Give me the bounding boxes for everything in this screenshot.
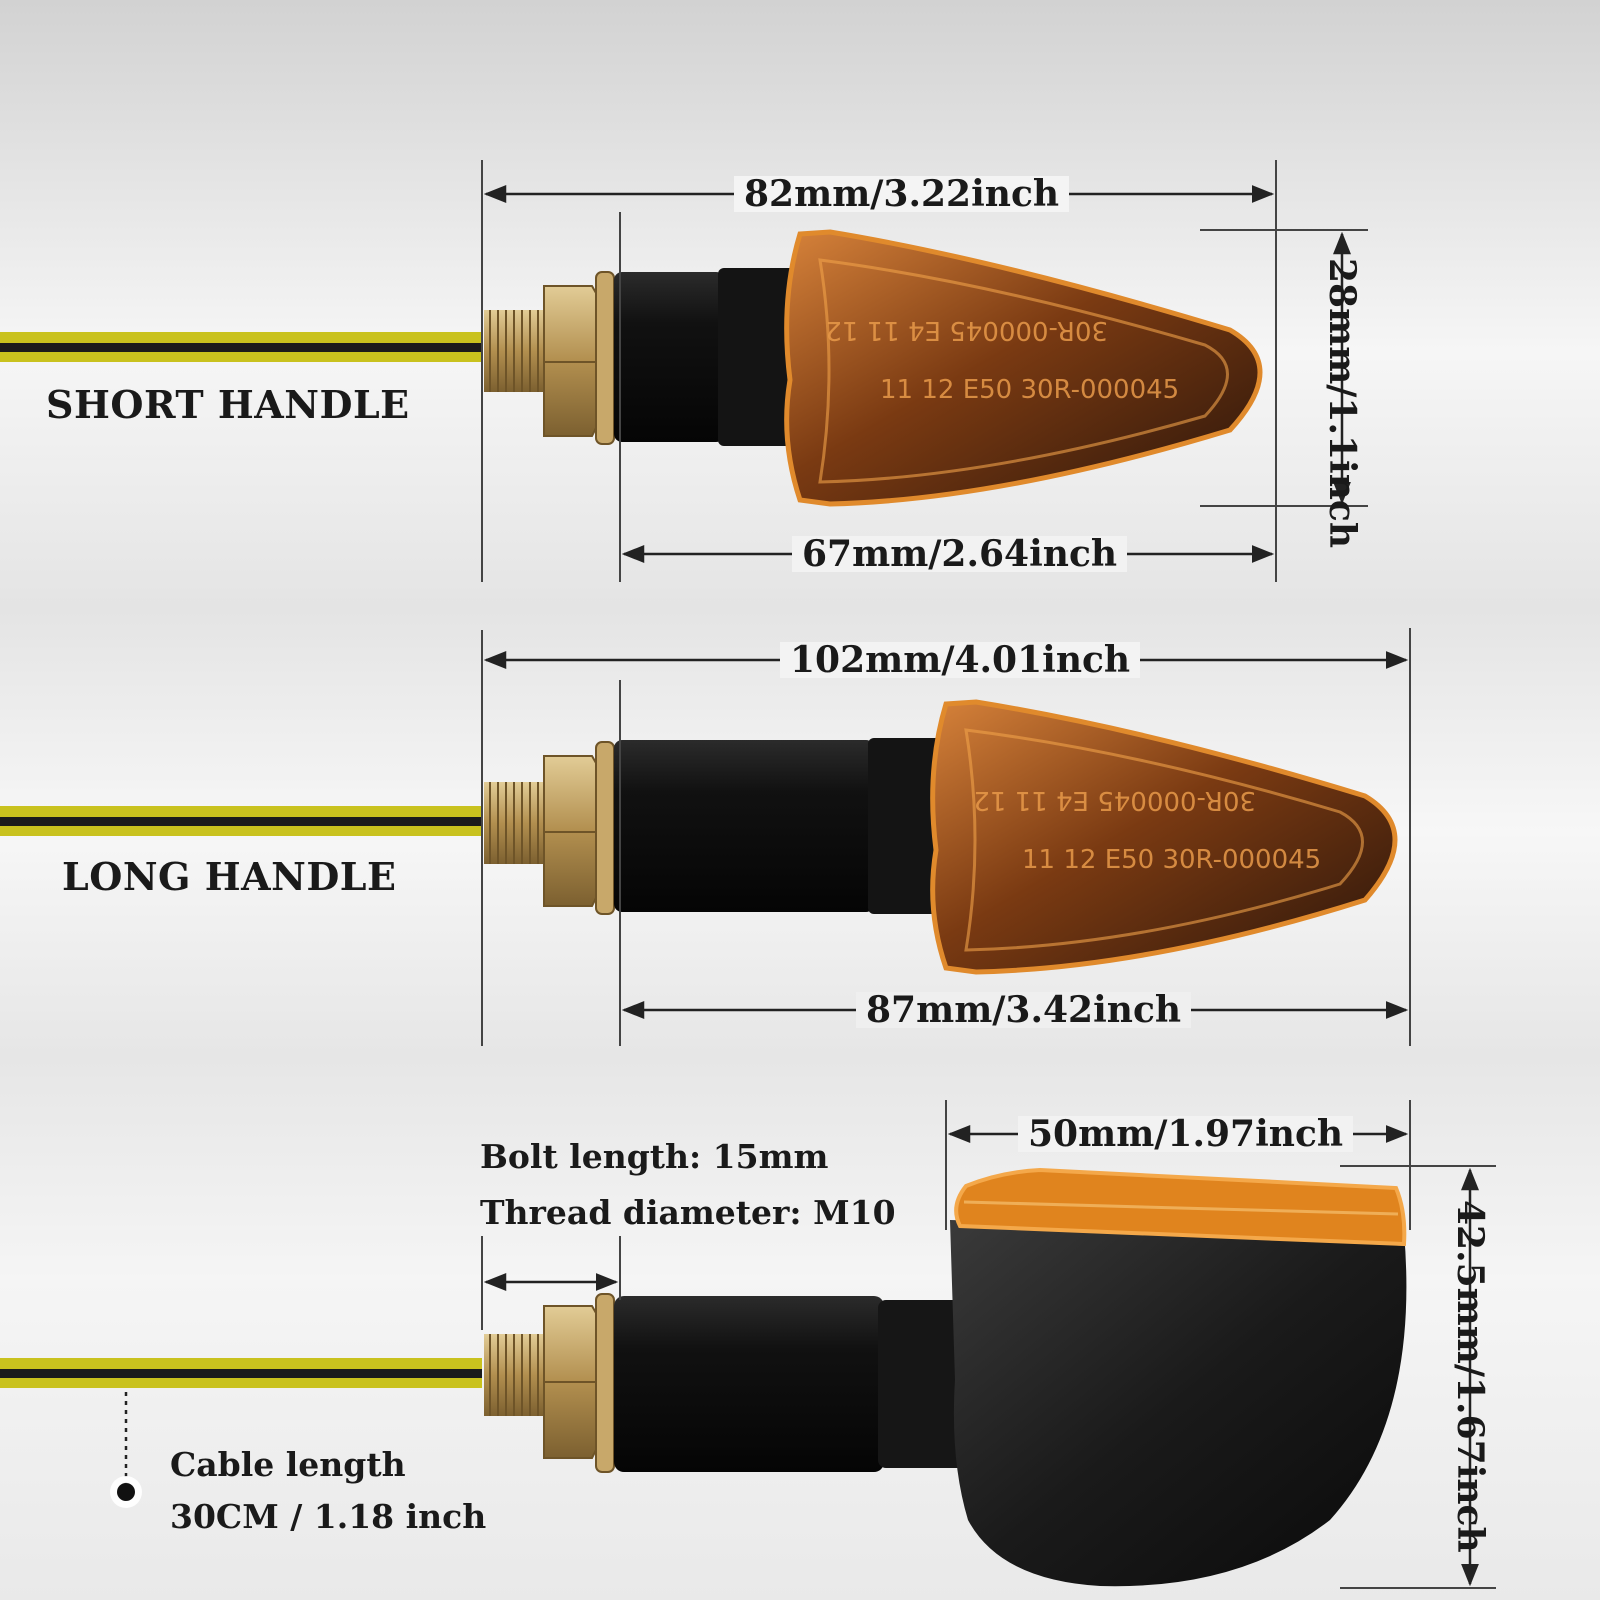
hex-nut: [543, 1305, 601, 1459]
hex-nut: [543, 285, 601, 437]
dot-icon: [117, 1483, 135, 1501]
threaded-bolt: [484, 310, 544, 392]
cable-length-title: Cable length: [170, 1445, 406, 1484]
washer: [595, 1293, 615, 1473]
dim-long-body: 87mm/3.42inch: [856, 992, 1192, 1028]
dim-short-body: 67mm/2.64inch: [792, 536, 1128, 572]
cable: [0, 332, 482, 362]
thread-diameter-spec: Thread diameter: M10: [480, 1193, 896, 1232]
stem-collar: [878, 1300, 974, 1468]
bolt-length-spec: Bolt length: 15mm: [480, 1137, 829, 1176]
cable: [0, 806, 482, 836]
side-view-indicator: [0, 1167, 1407, 1587]
stem-collar: [868, 738, 944, 914]
dim-short-height: 28mm/1.1inch: [1321, 258, 1363, 549]
stem-barrel: [614, 740, 874, 912]
long-handle-indicator: 30R-000045 E4 11 12 11 12 E50 30R-000045: [0, 699, 1398, 975]
threaded-bolt: [484, 782, 544, 864]
amber-lens: [784, 229, 1263, 507]
dim-side-height: 42.5mm/1.67inch: [1449, 1200, 1491, 1553]
svg-text:11 12 E50 30R-000045: 11 12 E50 30R-000045: [880, 375, 1179, 405]
dim-long-total: 102mm/4.01inch: [780, 642, 1141, 678]
svg-text:11 12 E50 30R-000045: 11 12 E50 30R-000045: [1022, 845, 1321, 875]
lens-embossed-marking: 30R-000045 E4 11 12 11 12 E50 30R-000045: [973, 785, 1321, 875]
variant-label-short: SHORT HANDLE: [46, 382, 410, 427]
washer: [595, 271, 615, 445]
dim-short-total: 82mm/3.22inch: [734, 176, 1070, 212]
variant-label-long: LONG HANDLE: [62, 854, 397, 899]
threaded-bolt: [484, 1334, 544, 1416]
svg-text:30R-000045 E4 11 12: 30R-000045 E4 11 12: [973, 785, 1256, 815]
short-handle-indicator: 30R-000045 E4 11 12 11 12 E50 30R-000045: [0, 229, 1263, 507]
stem-barrel: [614, 1296, 884, 1472]
cable-length-value: 30CM / 1.18 inch: [170, 1497, 487, 1536]
hex-nut: [543, 755, 601, 907]
amber-lens: [930, 699, 1398, 975]
svg-text:30R-000045 E4 11 12: 30R-000045 E4 11 12: [825, 315, 1108, 345]
stem-collar: [718, 268, 798, 446]
washer: [595, 741, 615, 915]
stem-barrel: [614, 272, 724, 442]
housing-dome: [950, 1220, 1407, 1587]
lens-embossed-marking: 30R-000045 E4 11 12 11 12 E50 30R-000045: [825, 315, 1179, 405]
cable: [0, 1358, 482, 1388]
dim-side-width: 50mm/1.97inch: [1018, 1116, 1354, 1152]
